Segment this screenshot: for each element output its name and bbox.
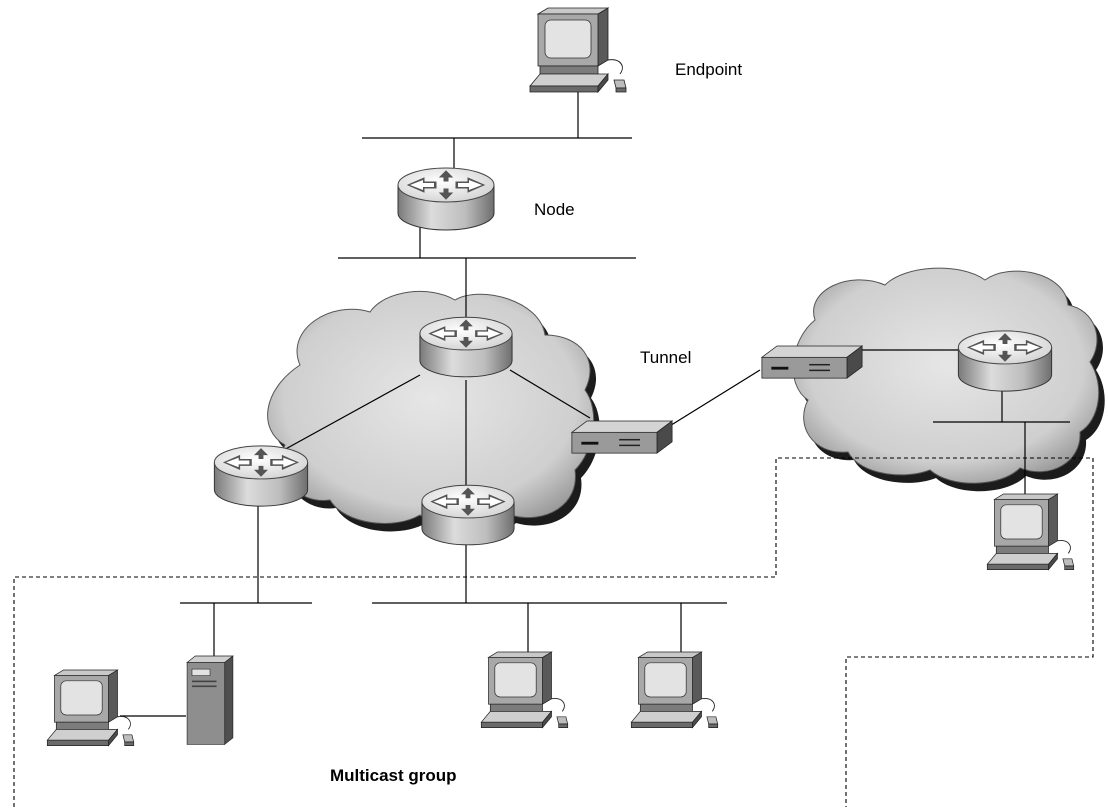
workstation-icon-right[interactable] <box>986 493 1075 571</box>
tunnel-device-icon-left[interactable] <box>571 420 673 454</box>
server-tower-icon[interactable] <box>186 655 234 745</box>
node-label: Node <box>534 200 575 219</box>
multicast-group-label: Multicast group <box>330 766 457 785</box>
network-links <box>120 92 1070 717</box>
tunnel-device-icon-right[interactable] <box>761 345 863 379</box>
router-icon-node[interactable] <box>397 167 495 231</box>
workstation-icon-endpoint[interactable] <box>529 7 627 93</box>
network-cloud-right <box>792 267 1105 492</box>
multicast-group-boundary <box>13 457 1094 807</box>
tunnel-label: Tunnel <box>640 348 692 367</box>
endpoint-label: Endpoint <box>675 60 743 79</box>
router-icon-cloud-bottom[interactable] <box>421 484 515 546</box>
workstation-icon-middle[interactable] <box>480 651 569 729</box>
router-icon-cloud-top[interactable] <box>419 316 513 378</box>
router-icon-cloud-right[interactable] <box>957 330 1053 392</box>
router-icon-cloud-left[interactable] <box>213 445 309 507</box>
workstation-icon-right-bottom[interactable] <box>630 651 719 729</box>
workstation-icon-left[interactable] <box>46 669 135 747</box>
